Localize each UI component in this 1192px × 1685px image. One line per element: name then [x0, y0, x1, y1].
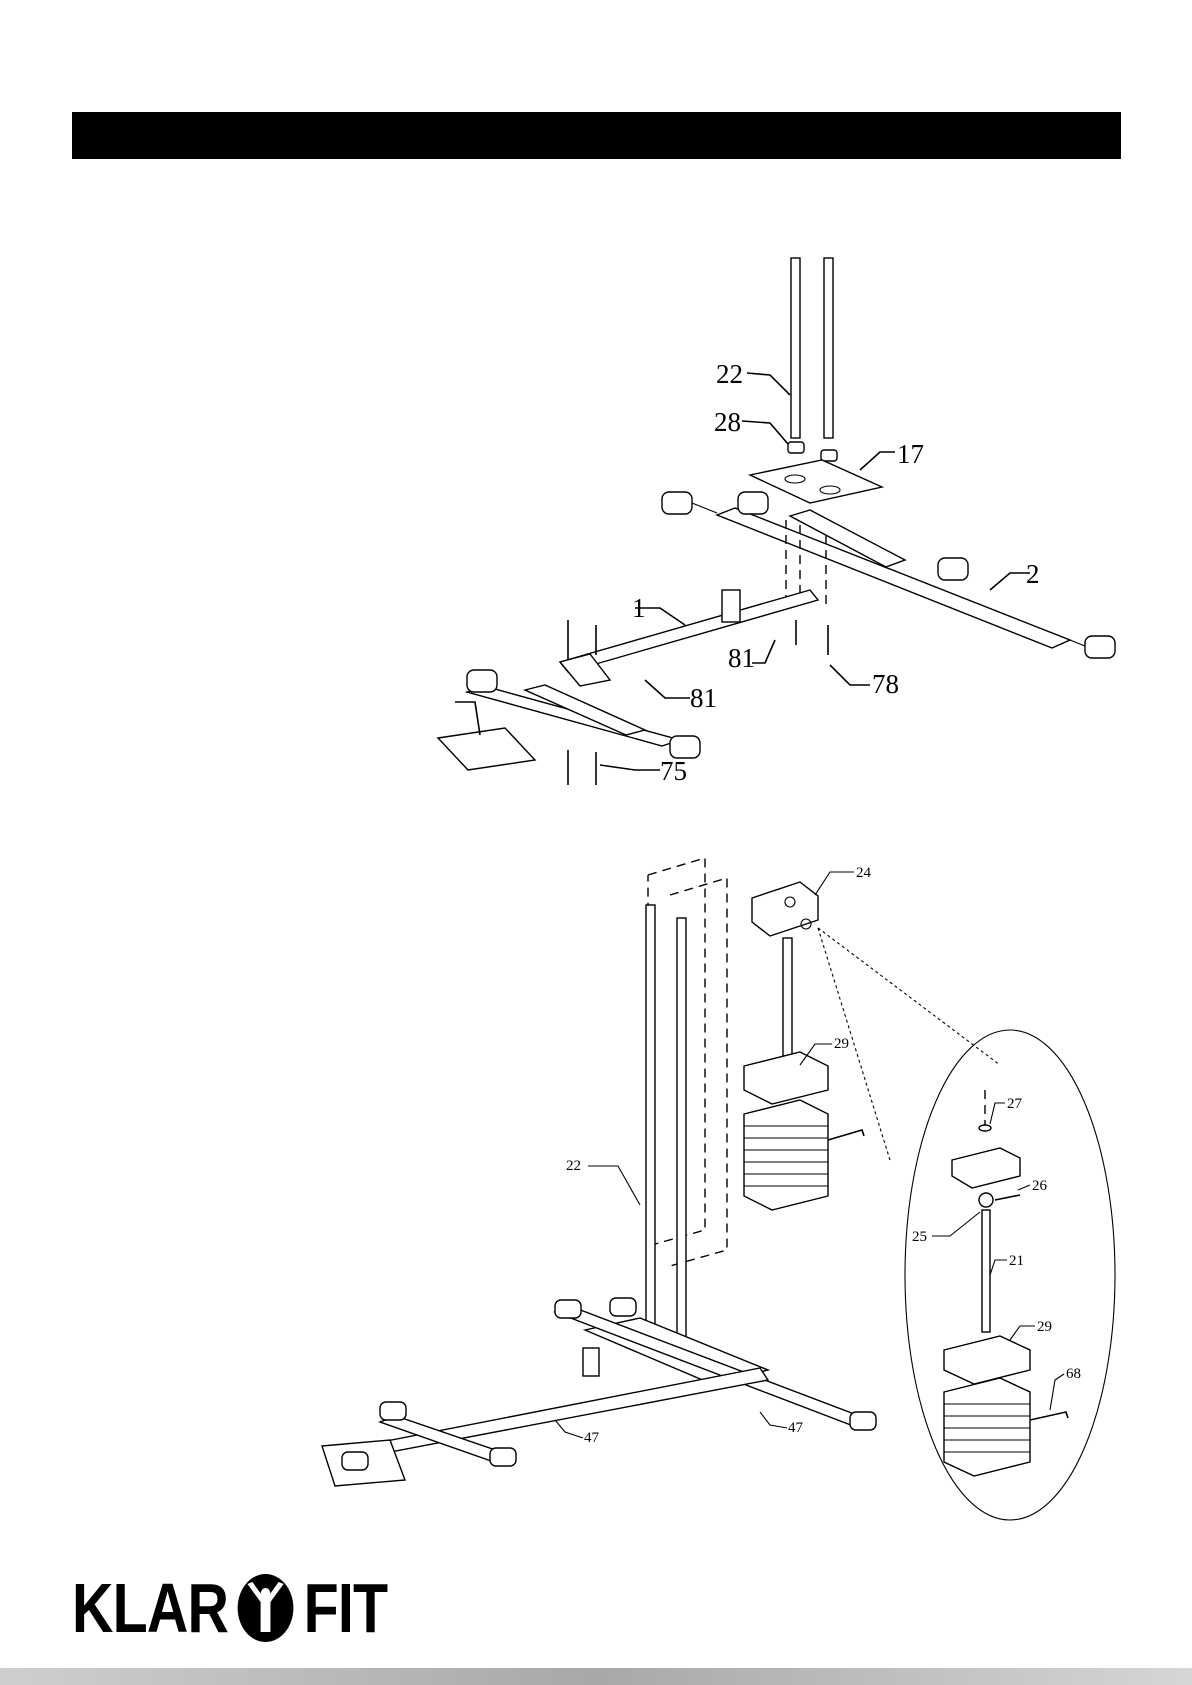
callout-29: 29 [1037, 1319, 1052, 1335]
selector-pin [1030, 1412, 1068, 1420]
logo-text-right: FIT [304, 1573, 388, 1643]
bottom-assembly-view: 24 29 22 47 47 27 26 25 21 29 68 [322, 858, 1115, 1520]
bushing-left [788, 442, 804, 453]
washer [979, 1125, 991, 1131]
callout-47: 47 [788, 1420, 804, 1436]
end-cap [850, 1412, 876, 1430]
figure-in-circle-icon [236, 1572, 295, 1644]
detail-top-plate [952, 1148, 1020, 1188]
bushing-right [821, 450, 837, 461]
callout-2: 2 [1026, 559, 1040, 589]
end-cap [738, 492, 768, 514]
guide-rod-left [646, 905, 655, 1330]
detail-top-weight [944, 1336, 1030, 1384]
main-beam [560, 590, 818, 672]
callout-28: 28 [714, 407, 741, 437]
end-cap [555, 1300, 581, 1318]
end-cap [1085, 636, 1115, 658]
top-plate [752, 882, 818, 936]
footer-bar [0, 1668, 1192, 1685]
callout-29: 29 [834, 1036, 849, 1052]
callout-25: 25 [912, 1229, 927, 1245]
guide-rod-right [824, 258, 833, 438]
callout-22: 22 [566, 1158, 581, 1174]
mount-bracket [722, 590, 740, 622]
callout-68: 68 [1066, 1366, 1081, 1382]
base-plate [750, 460, 882, 503]
selector-rod [783, 938, 792, 1056]
callout-75: 75 [660, 756, 687, 786]
callout-27: 27 [1007, 1096, 1023, 1112]
detail-weight-stack [944, 1378, 1030, 1476]
callout-24: 24 [856, 865, 872, 881]
end-cap [610, 1298, 636, 1316]
callout-21: 21 [1009, 1253, 1024, 1269]
callout-81: 81 [690, 683, 717, 713]
end-cap [938, 558, 968, 580]
callout-47: 47 [584, 1430, 600, 1446]
brand-logo: KLAR FIT [72, 1572, 387, 1644]
end-cap [670, 736, 700, 758]
logo-text-left: KLAR [72, 1573, 228, 1643]
assembly-diagram: 22 28 17 2 1 81 81 78 75 [0, 0, 1192, 1560]
guide-rod-left [791, 258, 800, 438]
guide-rod-right [677, 918, 686, 1338]
nut [979, 1193, 993, 1207]
end-cap [467, 670, 497, 692]
end-cap [342, 1452, 368, 1470]
end-cap [490, 1448, 516, 1466]
callout-26: 26 [1032, 1178, 1048, 1194]
callout-22: 22 [716, 359, 743, 389]
callout-1: 1 [632, 593, 646, 623]
callout-17: 17 [897, 439, 924, 469]
mount-bracket [583, 1348, 599, 1376]
callout-81: 81 [728, 643, 755, 673]
foot-plate [438, 728, 535, 770]
callout-78: 78 [872, 669, 899, 699]
end-cap [662, 492, 692, 514]
end-cap [380, 1402, 406, 1420]
detail-selector-rod [982, 1210, 990, 1332]
rear-crossbar [717, 508, 1070, 648]
top-exploded-view: 22 28 17 2 1 81 81 78 75 [438, 258, 1115, 786]
weight-stack [744, 1100, 828, 1210]
top-weight-plate [744, 1052, 828, 1104]
